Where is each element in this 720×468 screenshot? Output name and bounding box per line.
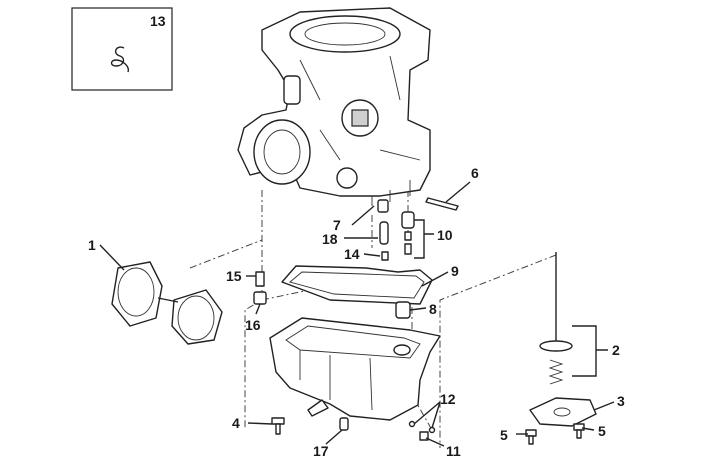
callout-12: 12 [440,391,456,407]
inset-box-part-13 [71,7,173,91]
leader-lines [99,181,615,447]
float-pair [111,261,223,345]
callout-14: 14 [344,246,360,262]
callout-18: 18 [322,231,338,247]
callout-6: 6 [471,165,479,181]
callout-5-right: 5 [598,423,606,439]
callout-2: 2 [612,342,620,358]
clip-spring-icon [110,46,129,73]
callout-7: 7 [333,217,341,233]
callout-4: 4 [232,415,240,431]
callout-labels: 1 2 3 4 5 5 6 7 8 9 10 11 12 13 14 15 16… [88,13,625,459]
float-bowl [269,317,441,421]
callout-8: 8 [429,301,437,317]
callout-15: 15 [226,268,242,284]
callout-9: 9 [451,263,459,279]
callout-17: 17 [313,443,329,459]
callout-11: 11 [446,443,461,459]
callout-10: 10 [437,227,453,243]
callout-13: 13 [150,13,166,29]
callout-5-left: 5 [500,427,508,443]
callout-3: 3 [617,393,625,409]
carburetor-body [237,7,431,206]
callout-1: 1 [88,237,96,253]
small-parts [253,197,597,445]
callout-16: 16 [245,317,261,333]
